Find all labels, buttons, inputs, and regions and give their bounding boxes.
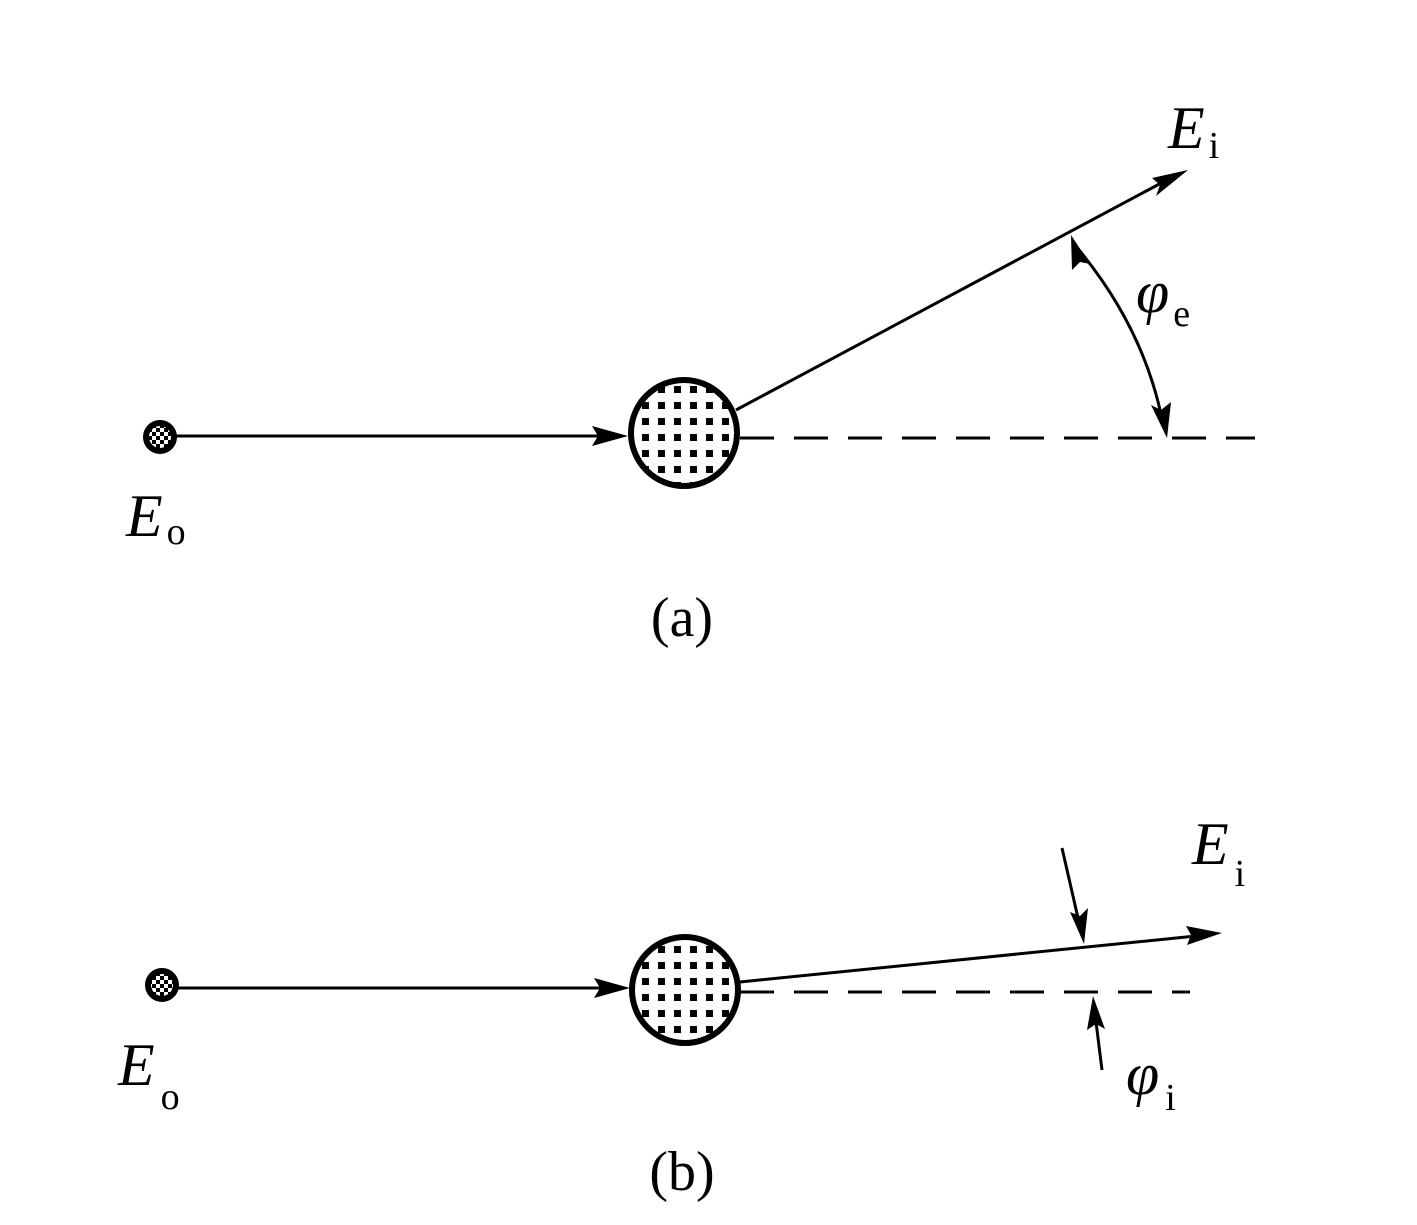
angle-arc-arrowhead-bottom xyxy=(1151,402,1171,438)
source-particle xyxy=(143,420,177,454)
angle-pointer-top-head xyxy=(1070,908,1088,944)
incident-arrowhead xyxy=(594,978,630,998)
scattered-arrowhead xyxy=(1152,170,1188,196)
scatterer-sphere xyxy=(629,934,741,1046)
scattered-ray xyxy=(735,179,1166,412)
source-particle xyxy=(145,968,179,1002)
angle-arc-arrowhead-top xyxy=(1071,235,1090,270)
scatterer-sphere xyxy=(628,377,740,489)
panel-caption: (b) xyxy=(649,1141,714,1203)
scattered-arrowhead xyxy=(1186,926,1222,945)
angle-pointer-bottom xyxy=(1094,1021,1104,1071)
angle-pointer-bottom-head xyxy=(1087,996,1105,1030)
incident-arrowhead xyxy=(592,426,628,446)
angle-arc xyxy=(1077,249,1165,425)
panel-caption: (a) xyxy=(651,587,713,649)
scattered-ray xyxy=(739,934,1197,984)
angle-pointer-top xyxy=(1060,847,1080,919)
